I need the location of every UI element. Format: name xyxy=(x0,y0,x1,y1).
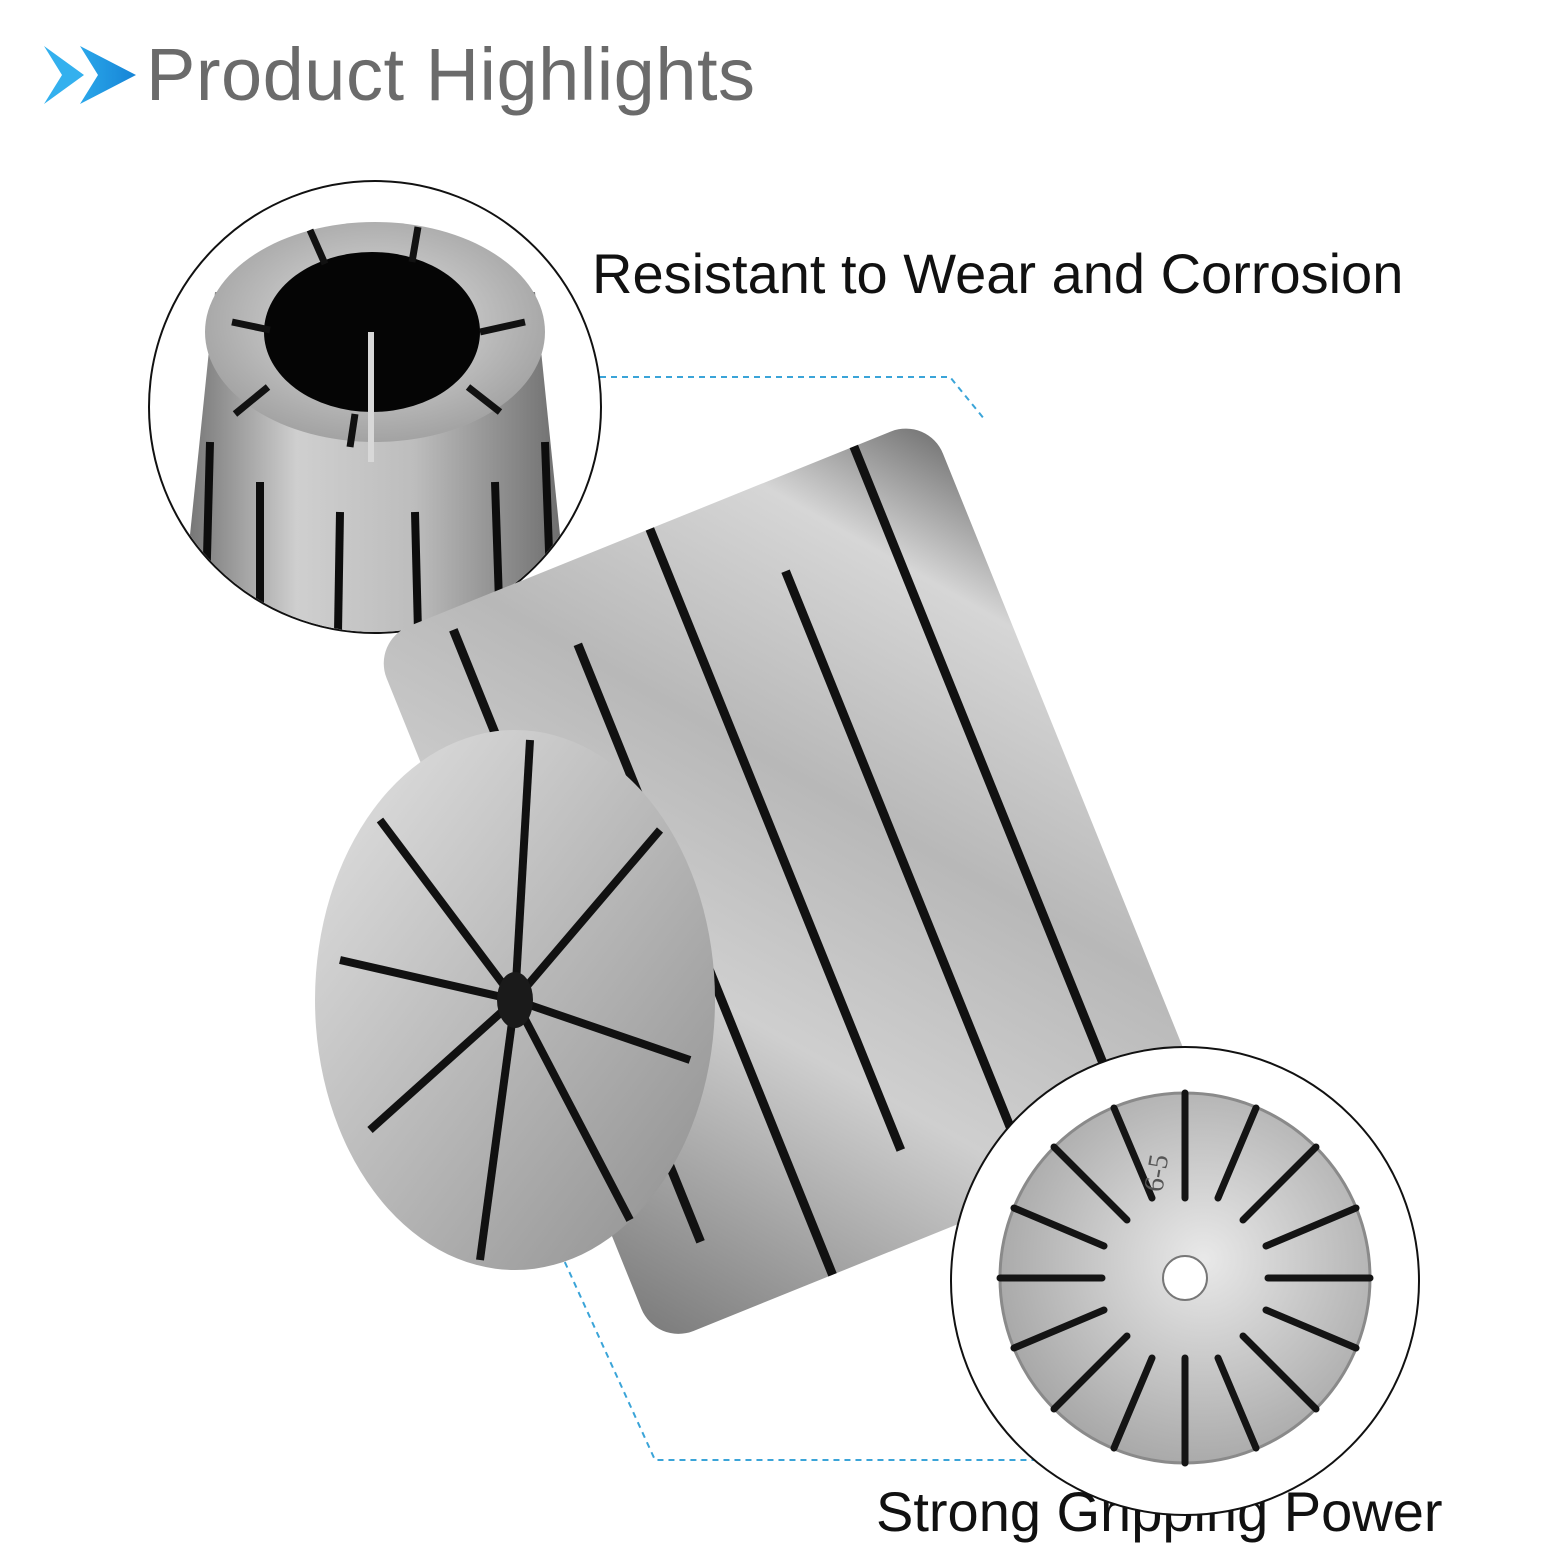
collet-bore-closeup-image xyxy=(180,222,570,632)
double-chevron-right-icon xyxy=(44,46,136,104)
collet-main-image xyxy=(300,400,1280,1360)
detail-circle-bore xyxy=(148,180,602,634)
page-title: Product Highlights xyxy=(146,33,756,116)
page-header: Product Highlights xyxy=(40,30,756,120)
size-marking: 6-5 xyxy=(1138,1152,1175,1194)
collet-end-face-image: 6-5 xyxy=(996,1089,1374,1467)
detail-circle-end-face: 6-5 xyxy=(950,1046,1420,1516)
highlight-label-wear-corrosion: Resistant to Wear and Corrosion xyxy=(592,242,1404,305)
